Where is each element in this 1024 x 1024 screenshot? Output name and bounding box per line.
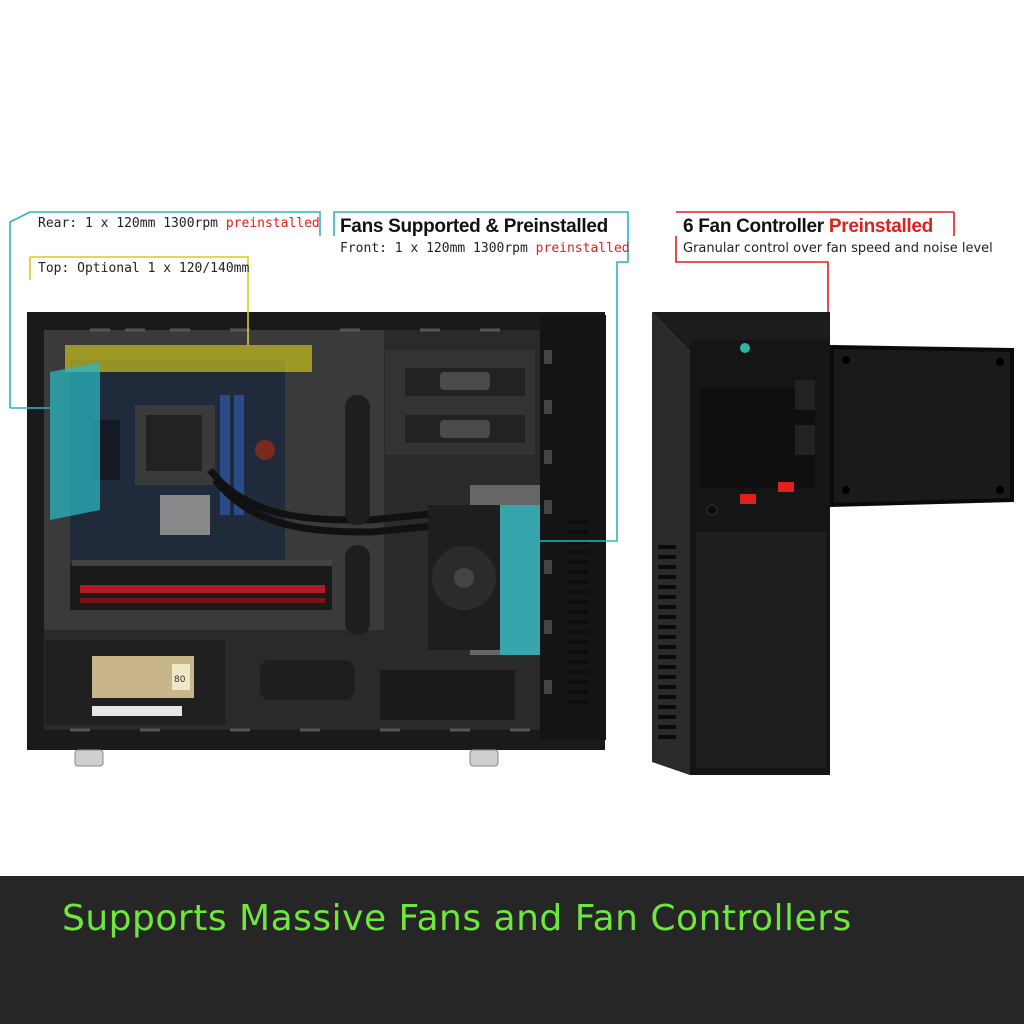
- rear-fan-highlight: [50, 362, 100, 520]
- psu-badge: 80: [174, 675, 186, 685]
- fan-controller-knob[interactable]: [778, 482, 794, 492]
- front-fan-highlight: [500, 505, 540, 655]
- front-fan-callout: Front: 1 x 120mm 1300rpm preinstalled: [340, 241, 630, 256]
- banner-headline: Supports Massive Fans and Fan Controller…: [62, 898, 852, 939]
- rear-fan-highlight-text: preinstalled: [225, 216, 320, 231]
- product-illustration: 80: [9, 211, 1014, 775]
- open-case: 80: [27, 312, 606, 767]
- top-fan-highlight: [65, 345, 312, 372]
- controller-title-text: 6 Fan Controller: [683, 216, 824, 237]
- bottom-banner: [0, 876, 1024, 1024]
- rear-fan-text: Rear: 1 x 120mm 1300rpm: [38, 216, 219, 231]
- controller-title-highlight: Preinstalled: [828, 216, 933, 237]
- fan-controller-knob[interactable]: [740, 494, 756, 504]
- controller-callout-subtitle: Granular control over fan speed and nois…: [683, 241, 993, 256]
- rear-fan-callout: Rear: 1 x 120mm 1300rpm preinstalled: [38, 216, 320, 231]
- front-door[interactable]: [830, 344, 1014, 508]
- fans-callout-title: Fans Supported & Preinstalled: [340, 216, 608, 237]
- closed-case: [652, 312, 1014, 775]
- front-fan-text: Front: 1 x 120mm 1300rpm: [340, 241, 528, 256]
- top-fan-callout: Top: Optional 1 x 120/140mm: [38, 261, 250, 276]
- controller-callout-title: 6 Fan Controller Preinstalled: [683, 216, 933, 238]
- front-fan-highlight-text: preinstalled: [535, 241, 630, 256]
